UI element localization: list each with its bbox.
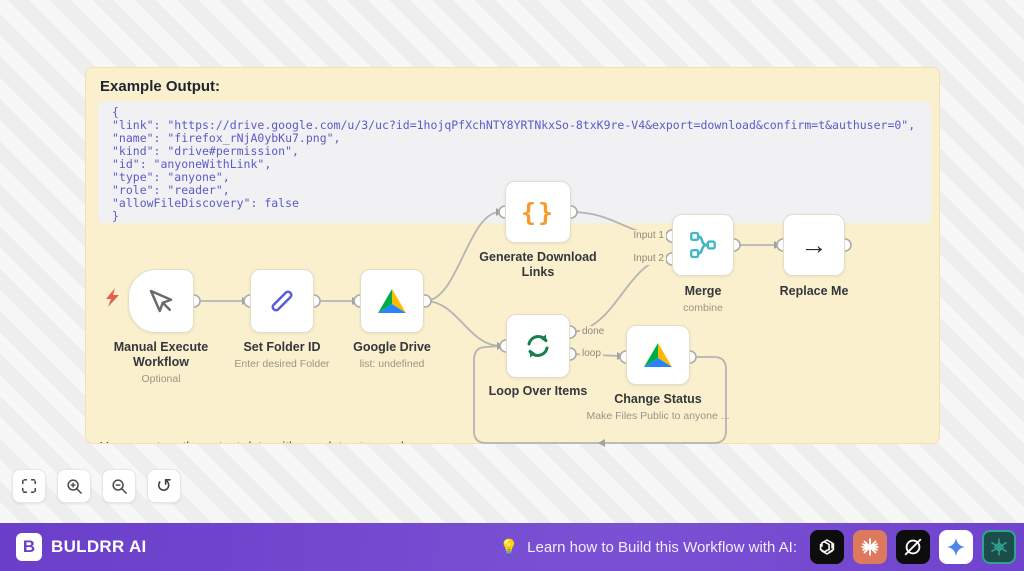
brand-name: BULDRR AI: [51, 537, 147, 556]
node-label-google-drive: Google Drive list: undefined: [322, 340, 462, 372]
zoom-out-icon: [111, 478, 127, 494]
zoom-in-button[interactable]: [57, 469, 91, 503]
sticky-title: Example Output:: [100, 78, 221, 95]
node-change-status[interactable]: [626, 325, 690, 385]
node-sub-list-undefined: list: undefined: [359, 358, 425, 370]
merge-icon: [690, 231, 716, 259]
node-sub-optional: Optional: [141, 373, 181, 385]
merge-input1-label: Input 1: [630, 230, 666, 242]
node-label-generate-links: Generate Download Links: [479, 250, 597, 279]
openai-icon[interactable]: [810, 530, 844, 564]
lightbulb-icon: 💡: [499, 539, 519, 556]
node-set-folder-id[interactable]: [250, 269, 314, 333]
arrow-right-icon: →: [800, 229, 828, 260]
curly-braces-icon: {}: [520, 197, 556, 227]
claude-icon[interactable]: [853, 530, 887, 564]
footer-bar: B BULDRR AI 💡 Learn how to Build this Wo…: [0, 523, 1024, 571]
gemini-icon[interactable]: [939, 530, 973, 564]
cta-text: Learn how to Build this Workflow with AI…: [527, 538, 797, 556]
buldrr-logo-icon: B: [16, 533, 42, 561]
node-manual-execute-workflow[interactable]: [128, 269, 194, 333]
google-drive-icon: [644, 343, 672, 367]
brand[interactable]: B BULDRR AI: [16, 533, 147, 561]
node-google-drive[interactable]: [360, 269, 424, 333]
grok-icon[interactable]: [896, 530, 930, 564]
node-generate-download-links[interactable]: {}: [505, 181, 571, 243]
node-label-set-folder-id: Set Folder ID Enter desired Folder: [212, 340, 352, 372]
fit-view-icon: [21, 478, 37, 494]
node-sub-make-public: Make Files Public to anyone ...: [586, 410, 730, 422]
undo-button[interactable]: ↺: [147, 469, 181, 503]
node-merge[interactable]: [672, 214, 734, 276]
node-sub-combine: combine: [683, 302, 723, 314]
undo-icon: ↺: [156, 474, 172, 497]
loop-refresh-icon: [527, 334, 549, 358]
node-loop-over-items[interactable]: [506, 314, 570, 378]
node-label-change-status: Change Status Make Files Public to anyon…: [573, 392, 743, 424]
pen-icon: [271, 290, 293, 312]
merge-input2-label: Input 2: [630, 253, 666, 265]
zoom-in-icon: [66, 478, 82, 494]
node-replace-me[interactable]: →: [783, 214, 845, 276]
loop-done-label: done: [580, 326, 607, 338]
node-sub-enter-folder: Enter desired Folder: [234, 358, 330, 370]
node-label-merge: Merge combine: [643, 284, 763, 316]
google-drive-icon: [378, 289, 406, 313]
sticky-clipped-text: You can store the output data with any d…: [100, 439, 509, 443]
node-label-replace-me: Replace Me: [779, 284, 849, 298]
zoom-out-button[interactable]: [102, 469, 136, 503]
workflow-canvas[interactable]: Example Output: { "link": "https://drive…: [0, 0, 1024, 523]
node-label-manual-execute: Manual Execute Workflow Optional: [105, 340, 217, 387]
canvas-toolbar: ↺: [12, 469, 181, 503]
cta-section: 💡 Learn how to Build this Workflow with …: [499, 530, 1016, 564]
teal-ai-icon[interactable]: [982, 530, 1016, 564]
loop-loop-label: loop: [580, 348, 603, 360]
fit-view-button[interactable]: [12, 469, 46, 503]
mouse-pointer-icon: [149, 289, 173, 313]
